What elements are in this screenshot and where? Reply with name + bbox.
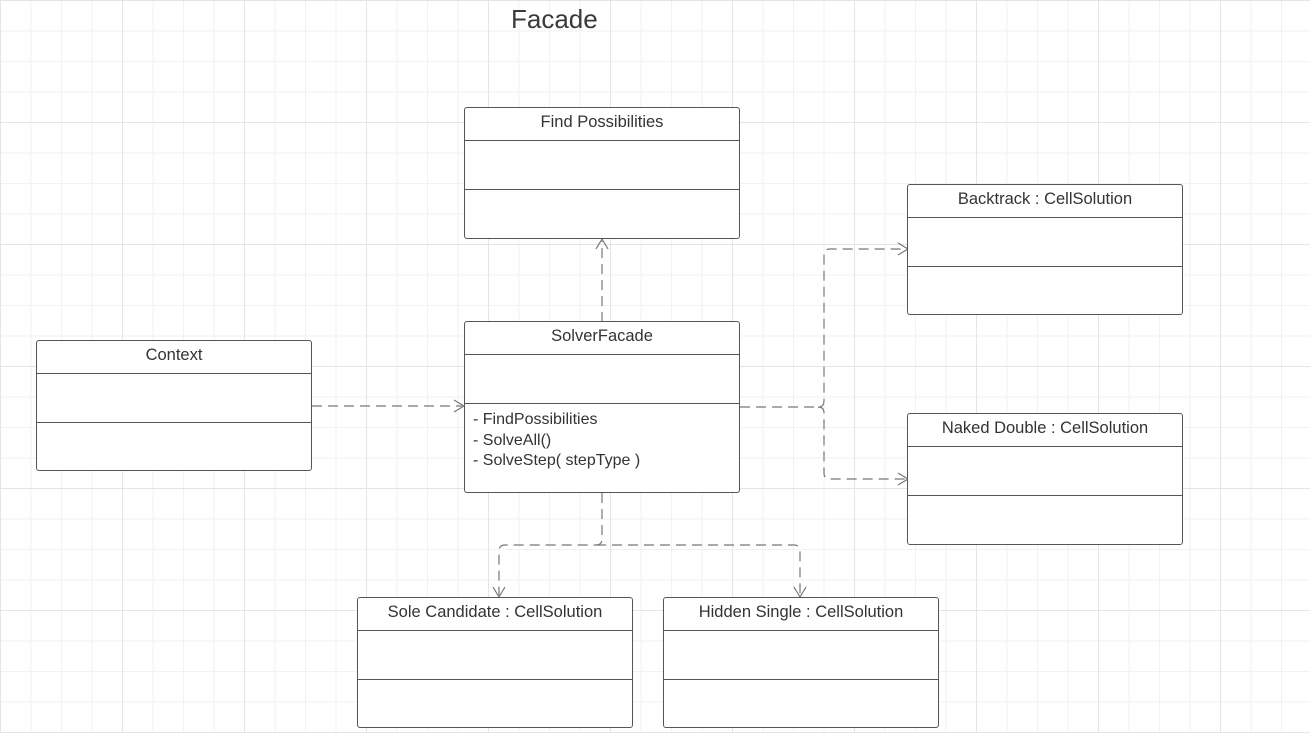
class-name: Sole Candidate : CellSolution (358, 598, 632, 631)
class-find-possibilities[interactable]: Find Possibilities (464, 107, 740, 239)
class-solver-facade[interactable]: SolverFacade - FindPossibilities - Solve… (464, 321, 740, 493)
connector-solverfacade-to-hiddensingle (596, 544, 801, 595)
class-methods-section (664, 680, 938, 686)
class-attributes-section (358, 631, 632, 680)
class-attributes-section (37, 374, 311, 423)
class-attributes-section (664, 631, 938, 680)
class-methods-section (908, 496, 1182, 502)
class-name: Find Possibilities (465, 108, 739, 141)
class-methods-section (37, 423, 311, 429)
class-name: Naked Double : CellSolution (908, 414, 1182, 447)
class-attributes-section (465, 141, 739, 190)
class-attributes-section (908, 218, 1182, 267)
class-name: Backtrack : CellSolution (908, 185, 1182, 218)
class-methods-section (908, 267, 1182, 273)
class-methods-section (358, 680, 632, 686)
method-solve-all: - SolveAll() (473, 431, 552, 449)
class-attributes-section (465, 355, 739, 404)
class-methods-section (465, 190, 739, 196)
class-sole-candidate[interactable]: Sole Candidate : CellSolution (357, 597, 633, 728)
connector-solverfacade-to-nakeddouble (817, 406, 906, 480)
diagram-title: Facade (511, 4, 598, 34)
connector-solverfacade-to-solecandidate (498, 493, 603, 595)
method-solve-step: - SolveStep( stepType ) (473, 452, 641, 469)
class-name: SolverFacade (465, 322, 739, 355)
class-backtrack[interactable]: Backtrack : CellSolution (907, 184, 1183, 315)
class-name: Hidden Single : CellSolution (664, 598, 938, 631)
class-naked-double[interactable]: Naked Double : CellSolution (907, 413, 1183, 545)
method-find-possibilities: - FindPossibilities (473, 411, 598, 428)
class-name: Context (37, 341, 311, 374)
class-methods-section: - FindPossibilities - SolveAll() - Solve… (465, 404, 739, 472)
connector-solverfacade-to-backtrack (740, 248, 906, 408)
class-hidden-single[interactable]: Hidden Single : CellSolution (663, 597, 939, 728)
arrowhead-findpossibilities (595, 237, 609, 250)
class-attributes-section (908, 447, 1182, 496)
class-context[interactable]: Context (36, 340, 312, 471)
